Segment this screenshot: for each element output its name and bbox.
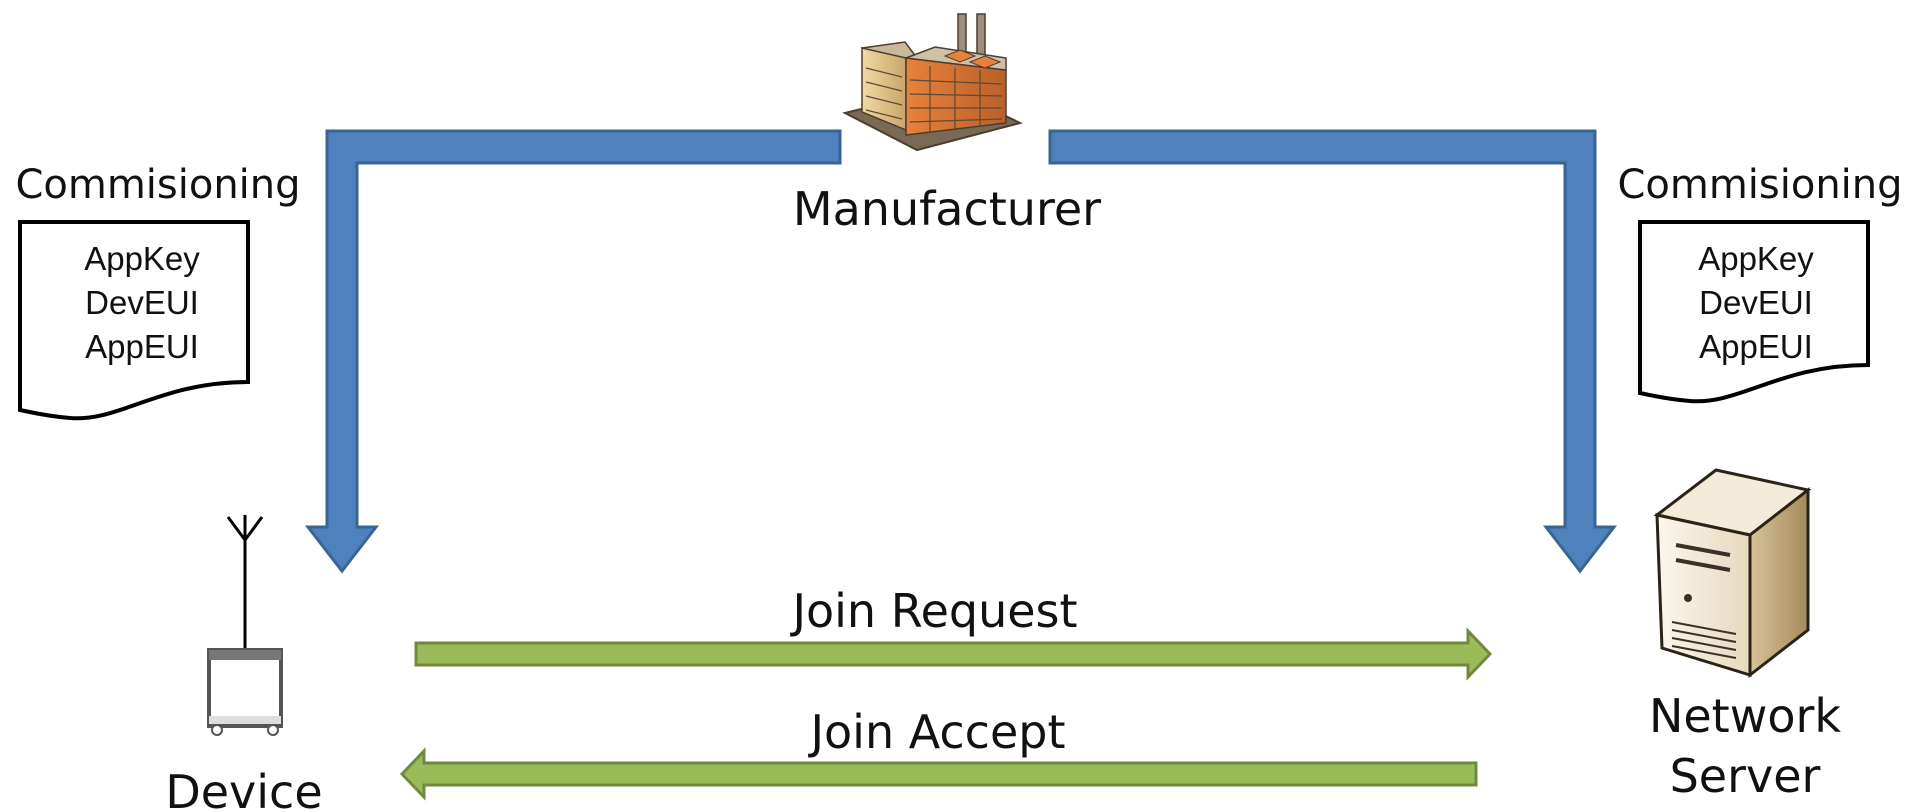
server-label-line1: Network — [1649, 689, 1841, 743]
join-accept-label: Join Accept — [807, 705, 1065, 759]
left-commissioning-heading: Commisioning — [15, 162, 300, 208]
server-label-line2: Server — [1670, 749, 1821, 803]
left-doc-appeui: AppEUI — [85, 328, 199, 365]
join-request-label: Join Request — [789, 584, 1077, 638]
left-doc-deveui: DevEUI — [85, 284, 199, 321]
provision-arrow-right — [1048, 129, 1618, 574]
right-commissioning-heading: Commisioning — [1617, 162, 1902, 208]
right-doc-appkey: AppKey — [1698, 240, 1814, 277]
server-icon — [1653, 468, 1812, 679]
join-request-arrow — [414, 627, 1493, 681]
factory-icon — [842, 13, 1023, 152]
provision-arrow-left — [304, 129, 842, 574]
device-icon — [207, 515, 283, 736]
device-label: Device — [165, 765, 322, 812]
manufacturer-label: Manufacturer — [793, 182, 1101, 236]
right-commissioning-document — [1638, 220, 1870, 404]
join-accept-arrow — [399, 747, 1478, 801]
left-commissioning-document — [18, 220, 250, 421]
right-doc-appeui: AppEUI — [1699, 328, 1813, 365]
right-doc-deveui: DevEUI — [1699, 284, 1813, 321]
left-doc-appkey: AppKey — [84, 240, 200, 277]
